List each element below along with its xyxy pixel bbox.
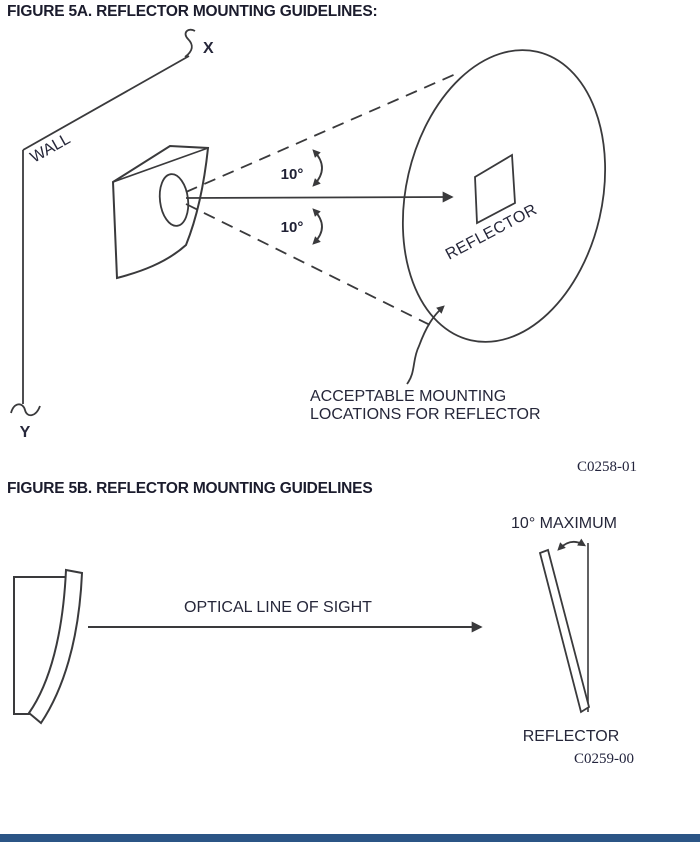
max-angle-arc-icon	[557, 538, 587, 551]
angle-lower-label: 10°	[281, 219, 304, 236]
caption-line2: LOCATIONS FOR REFLECTOR	[310, 406, 541, 423]
figure-5b-title: FIGURE 5B. REFLECTOR MOUNTING GUIDELINES	[7, 480, 373, 497]
max-angle-label: 10° MAXIMUM	[511, 515, 617, 532]
caption-line1: ACCEPTABLE MOUNTING	[310, 388, 506, 405]
y-axis-break-icon	[10, 403, 41, 417]
angle-upper-label: 10°	[281, 166, 304, 183]
figure-5a-title: FIGURE 5A. REFLECTOR MOUNTING GUIDELINES…	[7, 3, 378, 20]
figure-5a-diagram: X Y WALL 10° 10° REFLECTOR A	[10, 28, 637, 475]
detector-body	[111, 144, 210, 280]
figure-5b-diagram: OPTICAL LINE OF SIGHT 10° MAXIMUM REFLEC…	[13, 515, 634, 767]
angle-arc-upper-icon	[312, 149, 323, 187]
figure-5a-drawing-code: C0258-01	[577, 459, 637, 475]
wall-top-edge-line	[22, 55, 190, 151]
detector-top-edge	[112, 147, 209, 183]
reflector-5b-label: REFLECTOR	[523, 728, 620, 745]
optical-line-of-sight-label: OPTICAL LINE OF SIGHT	[184, 599, 372, 616]
caption-leader-arrow	[406, 305, 445, 385]
x-axis-label: X	[203, 40, 214, 57]
optical-axis-arrow	[185, 191, 454, 203]
beam-lower-dashed-line	[185, 203, 431, 326]
detector-5b-lens-band	[27, 568, 84, 725]
reflector-target-square	[474, 153, 516, 225]
tilted-reflector-bar	[538, 548, 591, 714]
x-axis-break-icon	[184, 28, 196, 58]
wall-label: WALL	[28, 130, 74, 166]
angle-arc-lower-icon	[312, 208, 323, 245]
beam-upper-dashed-line	[185, 72, 459, 193]
figure-5b-drawing-code: C0259-00	[574, 751, 634, 767]
page-footer-color-bar	[0, 834, 700, 842]
y-axis-label: Y	[20, 424, 31, 441]
